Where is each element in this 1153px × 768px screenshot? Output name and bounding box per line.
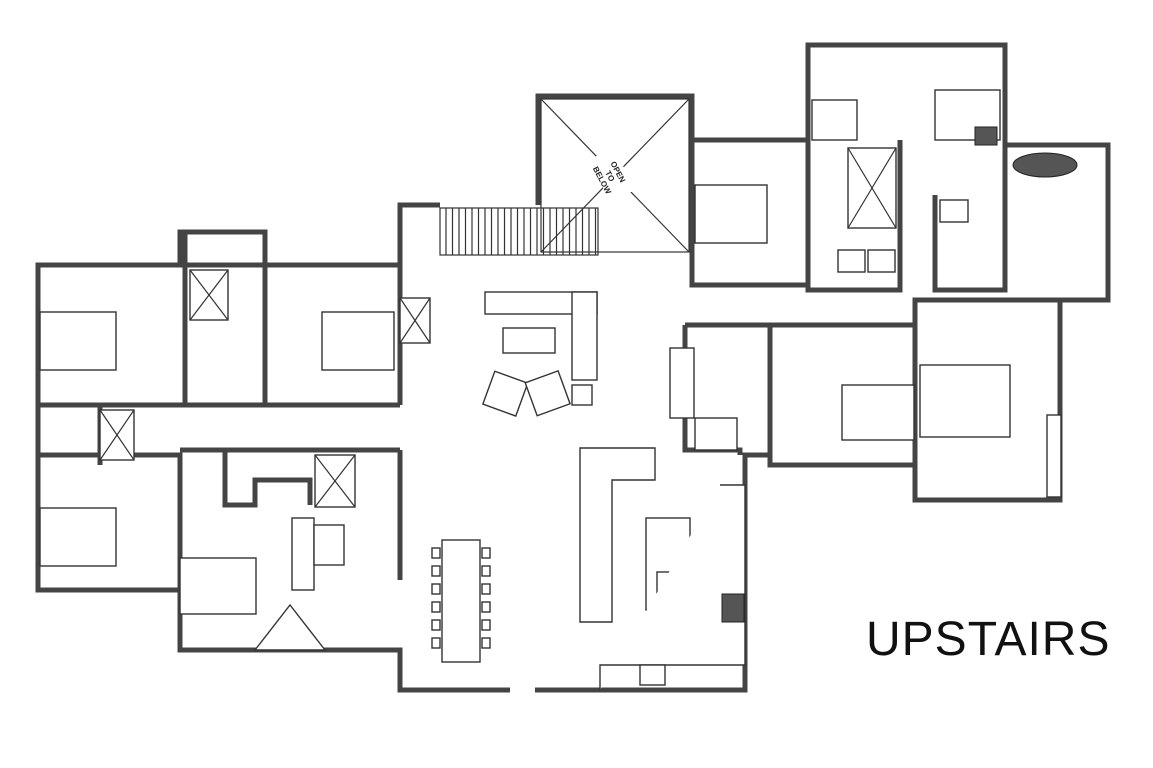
living-furniture (481, 291, 598, 417)
dining-chair (431, 619, 441, 631)
dining-chair (431, 565, 441, 577)
kitchen-dining (431, 447, 746, 690)
beds (39, 89, 1011, 615)
showers (99, 99, 1078, 508)
dining-chair (481, 619, 491, 631)
dining-chair (481, 637, 491, 649)
dining-chair (431, 547, 441, 559)
dining-chair (431, 601, 441, 613)
dining-chair (431, 637, 441, 649)
dining-chair (481, 601, 491, 613)
dining-chair (481, 565, 491, 577)
dining-chair (431, 583, 441, 595)
misc-furniture (253, 249, 1062, 651)
staircase (439, 207, 599, 256)
dining-chair (481, 583, 491, 595)
dining-chair (481, 547, 491, 559)
floor-title: UPSTAIRS (866, 613, 1111, 666)
